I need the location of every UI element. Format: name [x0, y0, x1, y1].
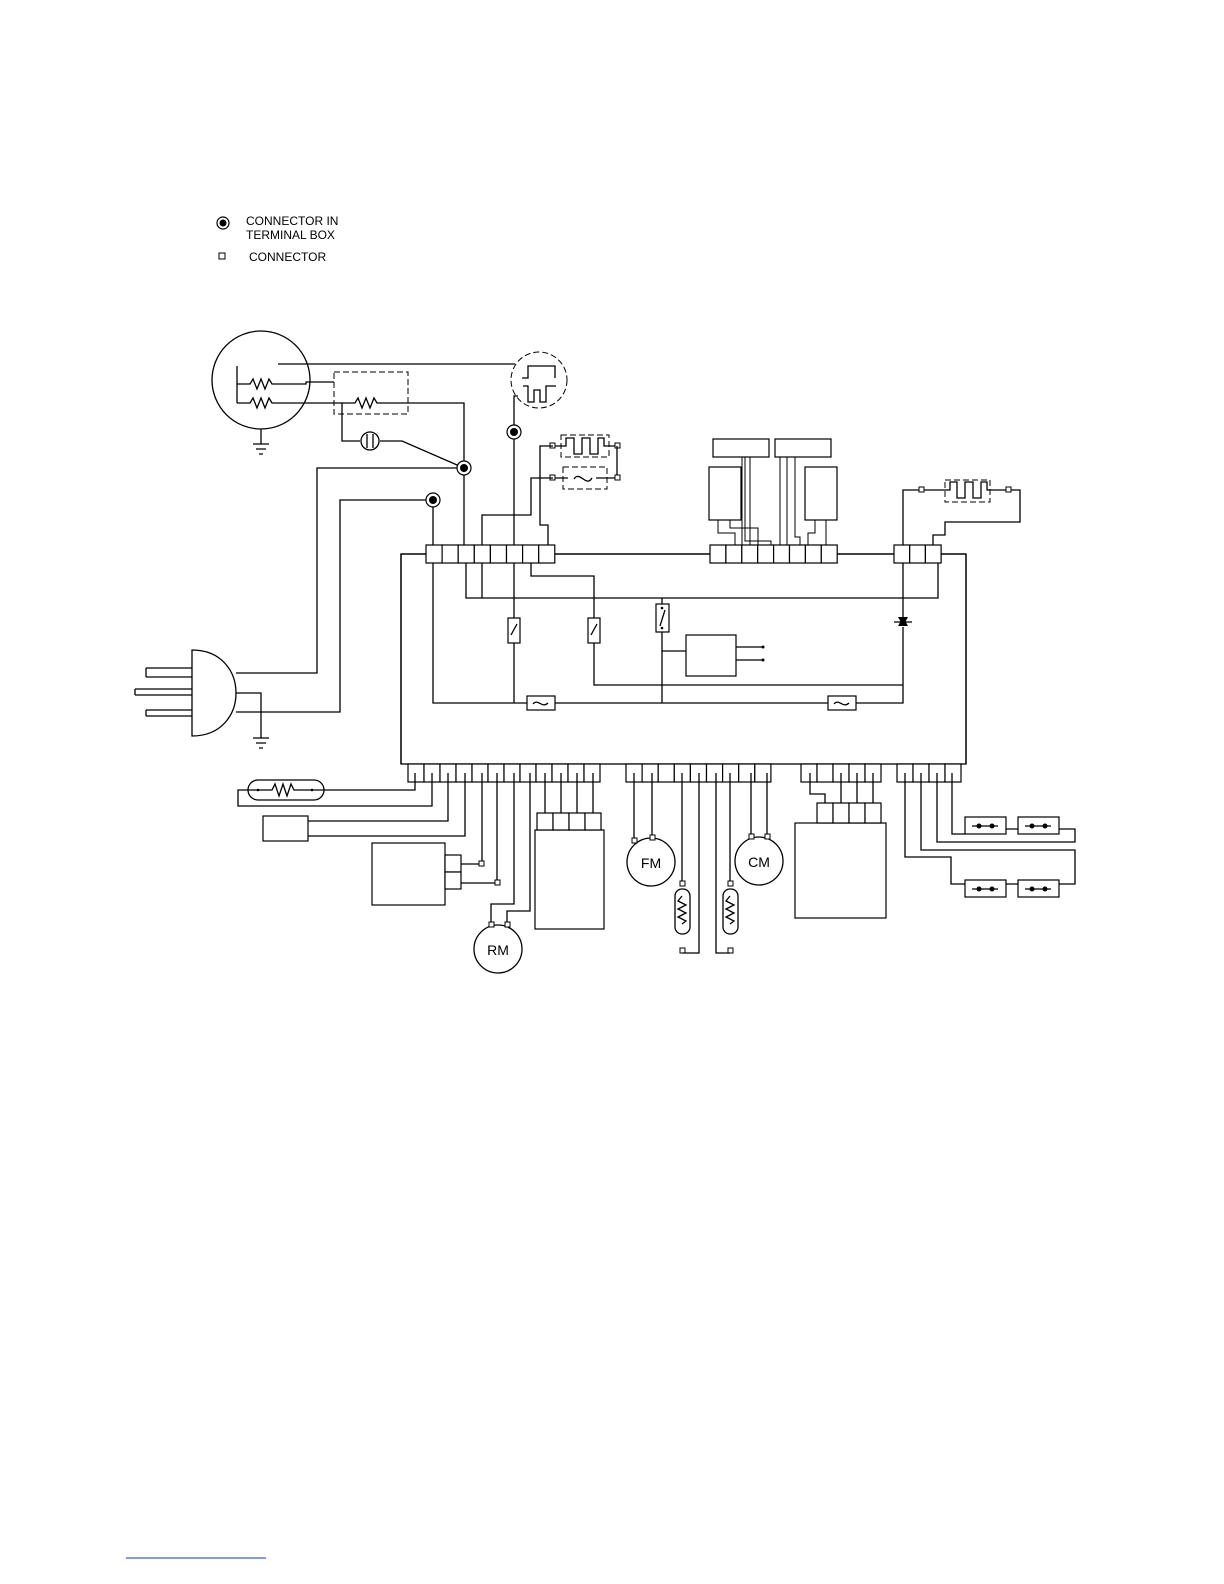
connector-pin [456, 764, 472, 782]
thermal-fuse [482, 467, 620, 545]
connector-pin [442, 545, 458, 563]
cm-label: CM [748, 854, 770, 870]
defrost-heater [540, 435, 620, 545]
heater-assembly [212, 331, 515, 468]
connector-pin [520, 764, 536, 782]
drive-module [795, 773, 886, 918]
legend-connector: CONNECTOR [249, 250, 326, 264]
legend-terminal-box-line1: CONNECTOR IN [246, 214, 338, 228]
connector-pin [801, 764, 817, 782]
connector-pin [490, 545, 506, 563]
connector-pin [755, 764, 771, 782]
thermostat-element [511, 352, 567, 432]
terminal-box-connector-1 [507, 425, 521, 439]
connector-pin [758, 545, 774, 563]
connector-pin [707, 764, 723, 782]
thermistor-1 [675, 773, 699, 953]
board-connector-top-right [894, 545, 941, 563]
capacitor-icon [361, 432, 379, 450]
drain-heater [903, 480, 1020, 545]
connector-pin [894, 545, 910, 563]
microcontroller-chip [686, 635, 765, 676]
thermal-fuse-box [334, 372, 408, 414]
reed-switches [905, 773, 1075, 897]
connector-pin [739, 764, 755, 782]
connector-pin [584, 764, 600, 782]
connector-symbol [219, 253, 225, 259]
connector-pin [805, 545, 821, 563]
connector-pin [568, 764, 584, 782]
connector-pin [742, 545, 758, 563]
connector-pin [474, 545, 490, 563]
room-thermistor [238, 773, 432, 806]
connector-pin [726, 545, 742, 563]
connector-pin [945, 764, 961, 782]
board-internal-circuit [401, 554, 966, 703]
connector-pin [790, 545, 806, 563]
connector-pin [536, 764, 552, 782]
triac-icon [894, 617, 912, 626]
legend: CONNECTOR IN TERMINAL BOX CONNECTOR [217, 214, 338, 264]
connector-pin [910, 545, 926, 563]
fuse-2-icon [828, 696, 856, 710]
stepper-module [535, 773, 604, 929]
connector-pin [774, 545, 790, 563]
compressor-motor: CM [735, 773, 783, 885]
connector-pin [488, 764, 504, 782]
connector-pin [552, 764, 568, 782]
connector-pin [710, 545, 726, 563]
connector-pin [507, 545, 523, 563]
switch-2-icon [588, 618, 600, 643]
connector-pin [458, 545, 474, 563]
connector-pin [472, 764, 488, 782]
board-connector-bottom-1 [408, 764, 600, 782]
connector-pin [408, 764, 424, 782]
control-board [401, 554, 966, 764]
connector-pin [658, 764, 674, 782]
connector-pin [539, 545, 555, 563]
connector-pin [426, 545, 442, 563]
switch-1-icon [508, 618, 520, 643]
sensor-box [263, 773, 465, 841]
connector-pin [504, 764, 520, 782]
display-module [372, 773, 500, 905]
terminal-box-connector-3 [426, 493, 440, 507]
connector-pin [821, 545, 837, 563]
power-plug [135, 468, 457, 748]
fm-label: FM [641, 855, 661, 871]
fan-motor: FM [627, 773, 675, 886]
board-connector-top-left [426, 545, 555, 563]
connector-pin [523, 545, 539, 563]
board-connector-top-mid [710, 545, 837, 563]
connector-pin [925, 545, 941, 563]
switch-3-icon [656, 604, 669, 632]
relay-block [709, 439, 837, 545]
connector-pin [642, 764, 658, 782]
ground-icon [253, 444, 269, 454]
rm-label: RM [487, 942, 509, 958]
fuse-1-icon [527, 696, 555, 710]
ground-icon [253, 738, 269, 748]
terminal-box-connector-2 [457, 461, 471, 475]
connector-pin [817, 764, 833, 782]
legend-terminal-box-line2: TERMINAL BOX [246, 228, 335, 242]
